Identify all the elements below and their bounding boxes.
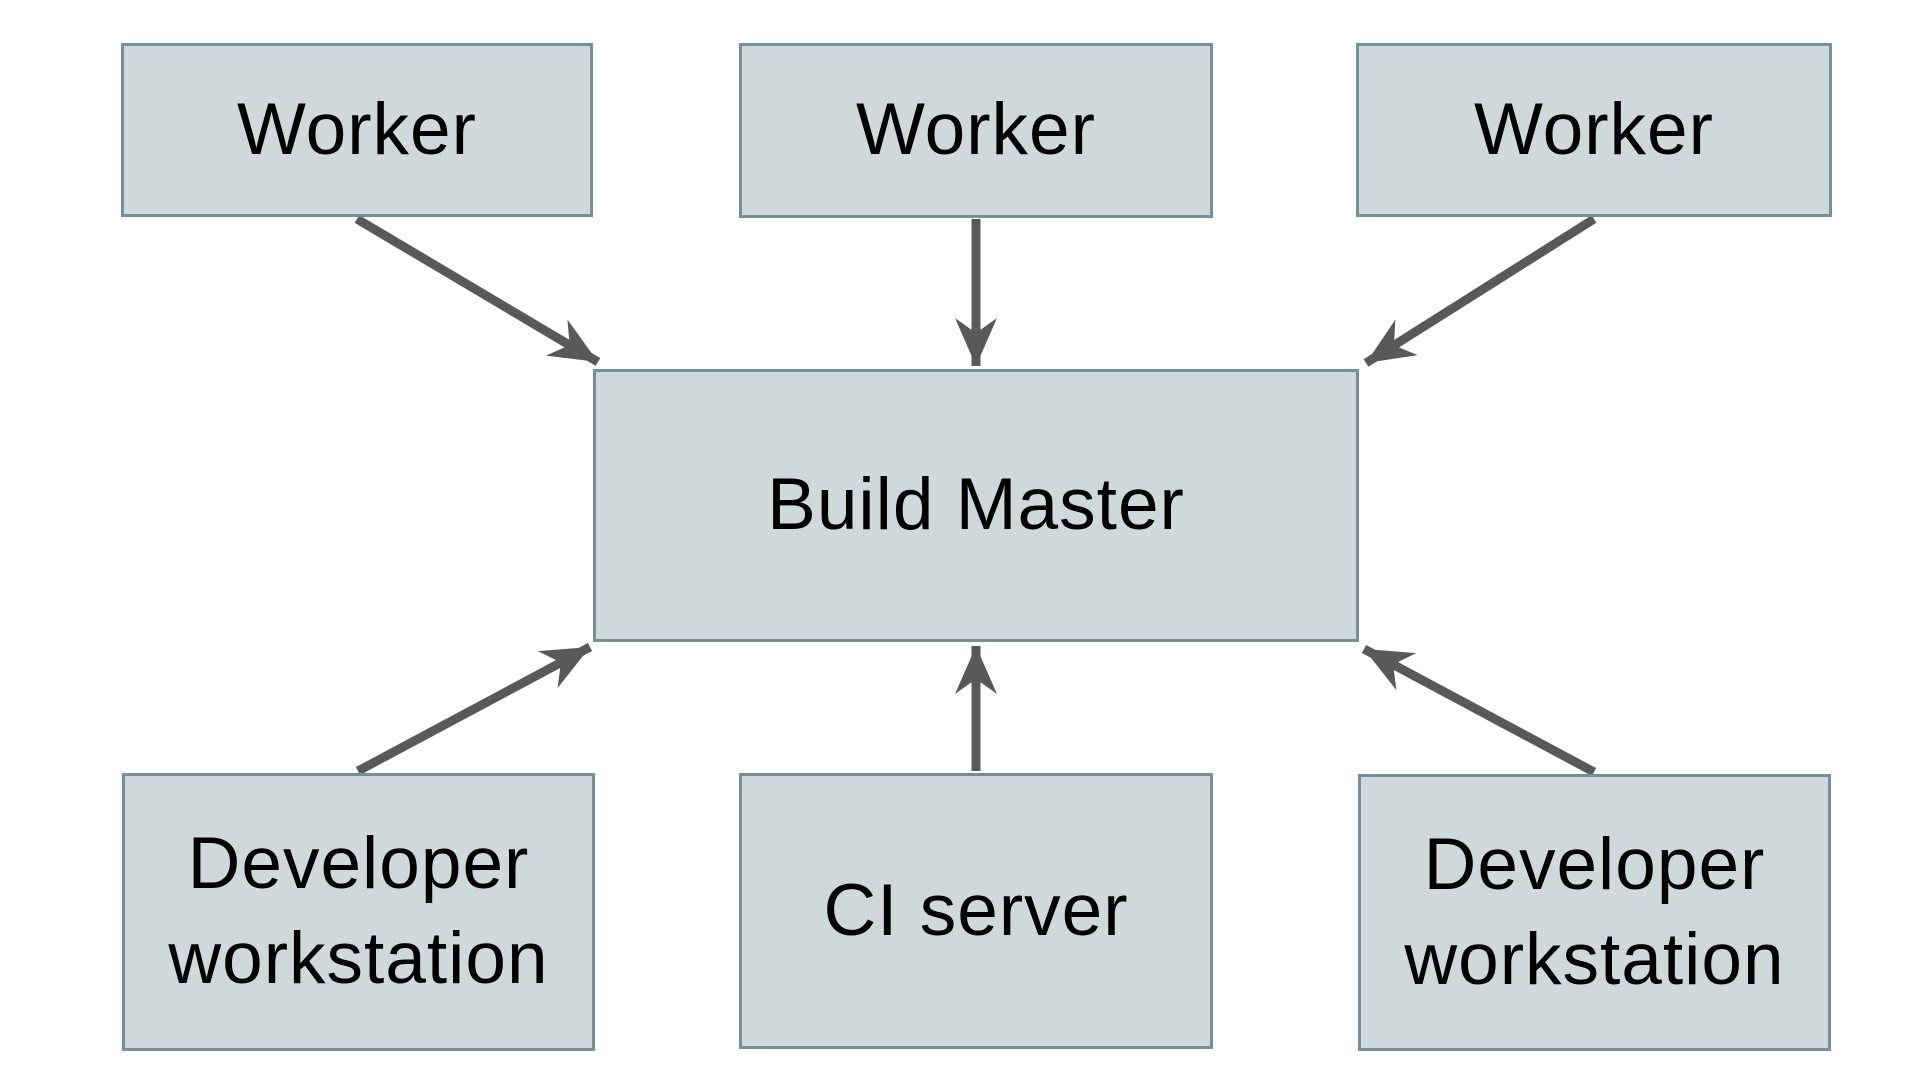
arrow-developer-workstation-1-to-build-master: [355, 643, 593, 775]
node-developer-workstation-2: Developer workstation: [1358, 774, 1831, 1051]
arrow-developer-workstation-2-to-build-master: [1361, 645, 1597, 776]
node-label-developer-workstation-1: Developer workstation: [168, 823, 549, 999]
node-ci-server: CI server: [739, 773, 1213, 1049]
node-label-worker-1: Worker: [237, 88, 477, 170]
node-worker-1: Worker: [121, 43, 593, 217]
node-label-worker-2: Worker: [856, 89, 1096, 171]
arrow-worker-3-to-build-master: [1363, 215, 1597, 367]
arrow-group: [354, 215, 1597, 776]
node-developer-workstation-1: Developer workstation: [122, 773, 595, 1051]
node-label-build-master: Build Master: [767, 464, 1185, 546]
node-label-worker-3: Worker: [1474, 88, 1714, 170]
node-worker-2: Worker: [739, 43, 1213, 218]
node-build-master: Build Master: [593, 369, 1359, 642]
node-label-developer-workstation-2: Developer workstation: [1404, 823, 1785, 1000]
node-worker-3: Worker: [1356, 43, 1832, 217]
arrow-worker-1-to-build-master: [354, 215, 601, 366]
node-label-ci-server: CI server: [823, 869, 1129, 951]
